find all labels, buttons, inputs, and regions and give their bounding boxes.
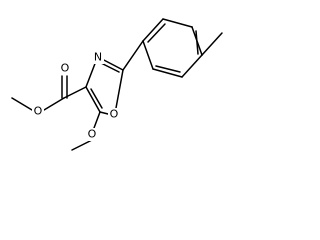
- bond-ph-4-5: [181, 54, 203, 78]
- bond-c4-n3: [85, 60, 97, 88]
- bond-ph-inner-b: [195, 30, 199, 55]
- bond-para-methyl: [201, 32, 223, 56]
- structure-canvas: O O N O O: [0, 0, 237, 159]
- bond-ph-5-6: [152, 68, 183, 78]
- atom-ring-o: O: [110, 108, 119, 121]
- bond-n3-c2-inner: [100, 62, 120, 73]
- atom-carbonyl-o: O: [61, 62, 70, 75]
- atom-ester-o: O: [34, 105, 43, 118]
- atom-bg-ring-o: [108, 108, 120, 121]
- bond-o1-c5: [99, 111, 109, 115]
- bond-methoxy-o-methyl: [71, 139, 93, 151]
- bond-methyl-ester-o: [11, 97, 33, 111]
- atom-bg-n: [92, 51, 104, 64]
- atom-n: N: [94, 51, 102, 64]
- chemical-structure: O O N O O: [11, 18, 223, 151]
- bond-carbonyl-ring: [63, 86, 87, 99]
- atom-bg-ester-o: [32, 104, 44, 117]
- bond-ph-inner-a: [147, 23, 166, 43]
- atom-bg-carbonyl-o: [59, 62, 71, 75]
- bond-ph-6-1: [142, 40, 154, 70]
- bond-c4-c5-inner: [90, 88, 103, 109]
- atom-methoxy-o: O: [88, 128, 97, 141]
- bond-ph-inner-c: [155, 65, 181, 73]
- bond-c2-o1: [115, 69, 124, 109]
- bond-ester-o-carbonyl-c: [43, 97, 65, 111]
- bond-ph-2-3: [162, 18, 193, 28]
- bond-c4-c5: [85, 86, 101, 113]
- bond-c5-methoxy-o: [93, 111, 101, 129]
- bond-c2-phenyl: [122, 40, 144, 71]
- atom-bg-methoxy-o: [86, 128, 98, 141]
- bond-ph-1-2: [142, 18, 164, 42]
